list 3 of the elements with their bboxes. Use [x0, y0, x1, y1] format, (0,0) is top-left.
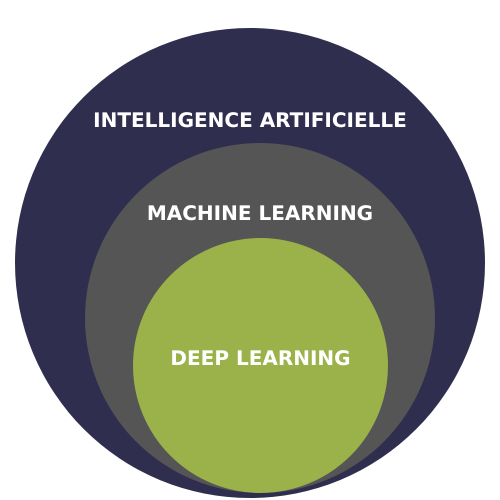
region-label: DEEP LEARNING — [169, 346, 352, 370]
region-label: MACHINE LEARNING — [146, 201, 374, 225]
region-label: INTELLIGENCE ARTIFICIELLE — [92, 108, 408, 132]
